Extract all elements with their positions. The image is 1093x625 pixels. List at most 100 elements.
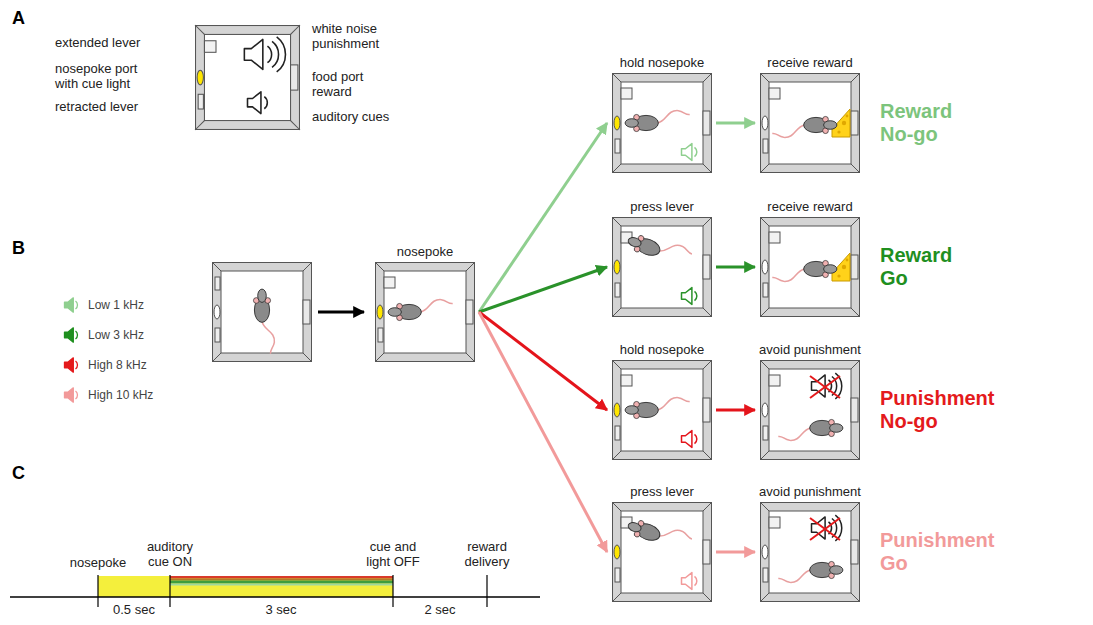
chamber-edge bbox=[760, 360, 769, 369]
event-label: reward delivery bbox=[456, 540, 518, 570]
operant-chamber bbox=[612, 502, 712, 602]
chamber-wall bbox=[196, 26, 300, 130]
chamber-node: avoid punishment bbox=[747, 342, 873, 460]
operant-chamber bbox=[760, 502, 860, 602]
chamber-edge bbox=[760, 73, 769, 82]
outcome-label: Reward No-go bbox=[880, 100, 952, 146]
event-label: nosepoke bbox=[63, 556, 133, 571]
connector-arrow bbox=[479, 267, 607, 312]
chamber-edge bbox=[760, 308, 769, 317]
arrow bbox=[318, 311, 364, 314]
chamber-node: nosepoke bbox=[362, 244, 488, 362]
chamber-node: press lever bbox=[599, 199, 725, 317]
legend-row: High 8 kHz bbox=[62, 350, 153, 380]
panel-letter: C bbox=[12, 463, 25, 484]
speaker-body bbox=[682, 288, 692, 305]
rat-tail bbox=[772, 125, 804, 137]
cue-tone-band bbox=[170, 576, 393, 579]
panel-letter: B bbox=[12, 238, 25, 259]
time-axis bbox=[10, 596, 540, 598]
rat bbox=[625, 398, 690, 419]
cancel-cross bbox=[810, 518, 840, 540]
part-label: extended lever bbox=[55, 36, 140, 51]
operant-chamber bbox=[612, 73, 712, 173]
chamber-edge bbox=[612, 217, 621, 226]
part-label: auditory cues bbox=[312, 110, 389, 125]
sound-wave bbox=[695, 576, 697, 585]
rat-head bbox=[824, 265, 837, 274]
speaker-icon bbox=[65, 298, 78, 312]
nosepoke-port bbox=[614, 116, 620, 130]
rat bbox=[625, 111, 690, 132]
chamber-node: avoid punishment bbox=[747, 484, 873, 602]
chamber-edge bbox=[612, 593, 621, 602]
part-label: retracted lever bbox=[55, 100, 138, 115]
chamber-wall bbox=[761, 74, 860, 173]
cue-light-bar bbox=[98, 576, 393, 597]
rat bbox=[772, 116, 837, 137]
chamber-edge bbox=[760, 217, 769, 226]
step-heading: nosepoke bbox=[362, 244, 488, 262]
sound-wave bbox=[695, 291, 697, 300]
step-heading: receive reward bbox=[747, 55, 873, 73]
chamber-edge bbox=[703, 73, 712, 82]
food-port bbox=[851, 111, 858, 135]
rat bbox=[253, 289, 274, 354]
rat-tail bbox=[659, 239, 694, 262]
rat-tail bbox=[778, 570, 810, 582]
chamber-edge bbox=[612, 360, 621, 369]
chamber-edge bbox=[291, 25, 300, 34]
extended-lever bbox=[769, 232, 780, 243]
chamber-edge bbox=[760, 502, 769, 511]
chamber-edge bbox=[375, 353, 384, 362]
chamber-edge bbox=[195, 121, 204, 130]
sound-wave bbox=[272, 41, 278, 67]
nosepoke-port bbox=[762, 403, 768, 417]
event-label: cue and light OFF bbox=[360, 540, 426, 570]
connector-arrow bbox=[716, 266, 755, 269]
operant-chamber bbox=[212, 262, 312, 362]
chamber-edge bbox=[760, 451, 769, 460]
cancel-cross bbox=[810, 518, 840, 540]
chamber-edge bbox=[703, 593, 712, 602]
chamber-wall bbox=[213, 263, 312, 362]
sound-wave bbox=[695, 434, 697, 443]
rat-head bbox=[625, 119, 638, 128]
chamber-edge bbox=[851, 593, 860, 602]
chamber-floor bbox=[769, 369, 851, 451]
rat bbox=[388, 300, 453, 321]
outcome-label: Punishment Go bbox=[880, 529, 994, 575]
chamber-wall bbox=[613, 503, 712, 602]
extended-lever bbox=[204, 41, 216, 53]
sound-wave bbox=[267, 46, 271, 63]
chamber-edge bbox=[612, 164, 621, 173]
sound-wave bbox=[76, 331, 78, 339]
extended-lever bbox=[621, 375, 632, 386]
sound-wave bbox=[695, 147, 697, 156]
rat bbox=[772, 260, 837, 281]
legend-swatch bbox=[62, 297, 82, 313]
step-heading: avoid punishment bbox=[747, 484, 873, 502]
speaker-icon bbox=[248, 92, 268, 114]
chamber-edge bbox=[195, 25, 204, 34]
chamber-edge bbox=[466, 353, 475, 362]
sound-wave bbox=[76, 391, 78, 399]
chamber-edge bbox=[291, 121, 300, 130]
chamber-floor bbox=[621, 369, 703, 451]
operant-chamber bbox=[760, 360, 860, 460]
retracted-lever bbox=[215, 328, 220, 342]
rat-head bbox=[627, 236, 642, 249]
retracted-lever bbox=[615, 283, 620, 297]
chamber-node: receive reward bbox=[747, 55, 873, 173]
chamber-wall bbox=[761, 361, 860, 460]
cheese-hole bbox=[837, 130, 840, 133]
chamber-wall bbox=[761, 218, 860, 317]
retracted-lever bbox=[763, 568, 768, 582]
chamber-edge bbox=[612, 451, 621, 460]
chamber-edge bbox=[612, 502, 621, 511]
speaker-icon bbox=[682, 144, 697, 161]
sound-wave bbox=[264, 97, 267, 109]
operant-chamber bbox=[375, 262, 475, 362]
chamber-node: press lever bbox=[599, 484, 725, 602]
connector-arrow bbox=[716, 409, 755, 412]
